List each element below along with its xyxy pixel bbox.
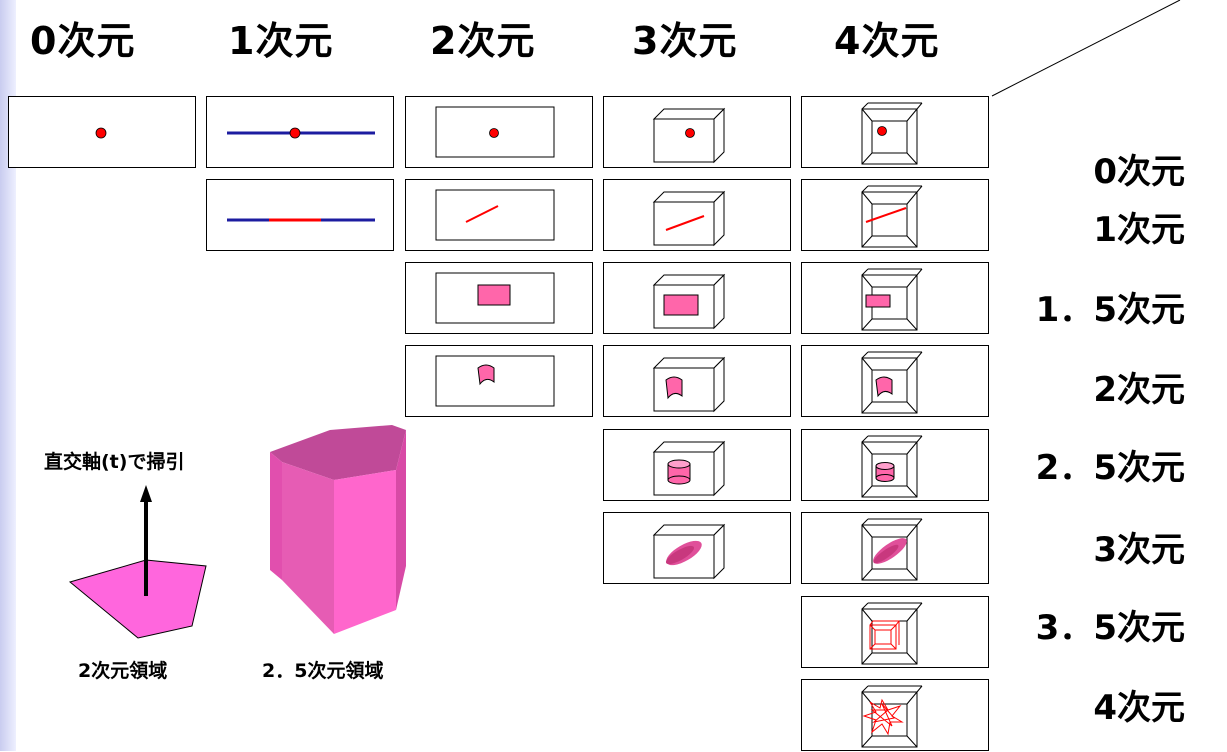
row-label-1d: 1次元	[1093, 210, 1185, 250]
cell-2d-in-3d	[603, 345, 791, 417]
row-label-0d: 0次元	[1093, 152, 1185, 192]
cell-2d-in-4d	[801, 345, 989, 417]
cell-0d-in-1d	[206, 96, 394, 168]
cell-1d-in-1d	[206, 179, 394, 251]
cell-4d-in-4d	[801, 679, 989, 751]
cell-0d-in-2d	[405, 96, 593, 168]
cell-15d-in-3d	[603, 262, 791, 334]
cell-0d-in-4d	[801, 96, 989, 168]
caption-2d-region: 2次元領域	[78, 660, 168, 682]
caption-25d-region: 2．5次元領域	[262, 660, 384, 682]
left-decorative-strip	[0, 0, 16, 751]
column-header-2d: 2次元	[430, 19, 536, 63]
row-label-3d: 3次元	[1093, 530, 1185, 570]
column-header-1d: 1次元	[228, 19, 334, 63]
cell-1d-in-2d	[405, 179, 593, 251]
cell-0d-in-3d	[603, 96, 791, 168]
row-label-15d: 1．5次元	[1035, 290, 1185, 330]
cell-25d-in-3d	[603, 429, 791, 501]
row-label-35d: 3．5次元	[1035, 608, 1185, 648]
cell-25d-in-4d	[801, 429, 989, 501]
row-label-4d: 4次元	[1093, 688, 1185, 728]
row-label-2d: 2次元	[1093, 370, 1185, 410]
cell-3d-in-3d	[603, 512, 791, 584]
column-header-4d: 4次元	[834, 19, 940, 63]
cell-0d-in-0d	[8, 96, 196, 168]
sweep-axis-label: 直交軸(t)で掃引	[44, 451, 185, 473]
column-header-0d: 0次元	[30, 19, 136, 63]
cell-35d-in-4d	[801, 596, 989, 668]
cell-15d-in-4d	[801, 262, 989, 334]
column-header-3d: 3次元	[632, 19, 738, 63]
cell-1d-in-4d	[801, 179, 989, 251]
cell-2d-in-2d	[405, 345, 593, 417]
cell-3d-in-4d	[801, 512, 989, 584]
cell-15d-in-2d	[405, 262, 593, 334]
cell-1d-in-3d	[603, 179, 791, 251]
row-label-25d: 2．5次元	[1035, 448, 1185, 488]
